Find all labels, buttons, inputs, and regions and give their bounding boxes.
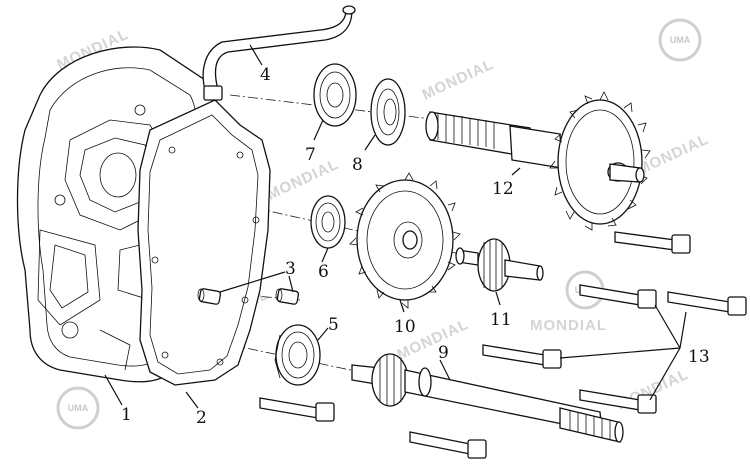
bolt [667, 291, 747, 316]
gasket [137, 99, 271, 386]
callout-leaders [104, 374, 199, 409]
breather-hose [202, 5, 356, 101]
callout-5: 5 [328, 315, 339, 335]
uma-logo: UMA [658, 18, 702, 62]
uma-logo: UMA [56, 386, 100, 430]
watermark-text: MONDIAL [635, 131, 712, 179]
gear-12 [549, 91, 651, 231]
svg-text:UMA: UMA [670, 35, 691, 45]
bearing-7 [313, 63, 357, 141]
gear-shaft-11 [455, 238, 544, 306]
bearing-5 [274, 324, 329, 386]
svg-text:UMA: UMA [68, 403, 89, 413]
callout-4: 4 [260, 65, 271, 85]
callout-10: 10 [394, 317, 416, 337]
bearing-6 [310, 195, 346, 263]
callout-7: 7 [305, 145, 316, 165]
bolt [482, 344, 562, 369]
output-shaft-9 [351, 353, 624, 443]
callout-3: 3 [285, 259, 296, 279]
dowel-pins [197, 271, 300, 305]
callout-2: 2 [196, 408, 207, 428]
watermark-text: MONDIAL [530, 317, 607, 334]
bolt [259, 397, 335, 422]
bolt [409, 431, 487, 459]
callout-11: 11 [490, 310, 512, 330]
callout-9: 9 [438, 343, 449, 363]
callout-numbers: 1 2 3 4 5 6 7 8 9 10 11 12 13 [121, 65, 710, 428]
callout-12: 12 [492, 179, 514, 199]
callout-1: 1 [121, 405, 132, 425]
oil-seal-8 [364, 78, 406, 151]
bolt [579, 284, 657, 309]
callout-6: 6 [318, 262, 329, 282]
bolt [614, 231, 691, 254]
watermark-text: MONDIAL [420, 56, 497, 104]
bolts-13 [259, 231, 747, 459]
drive-shaft-12 [425, 91, 651, 231]
bolt [579, 389, 657, 414]
callout-8: 8 [352, 155, 363, 175]
callout-13: 13 [688, 347, 710, 367]
gear-10 [349, 172, 461, 313]
leader-lines-13 [559, 304, 687, 401]
